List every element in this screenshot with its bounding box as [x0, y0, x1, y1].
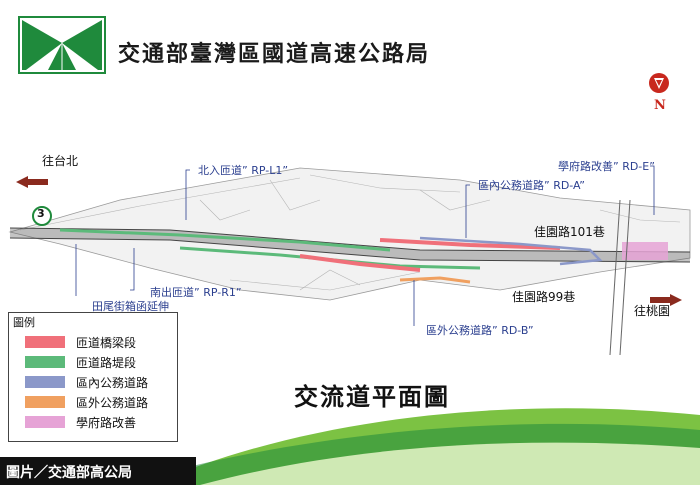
annotation-leaders: [75, 165, 655, 326]
logo-icon: [18, 16, 106, 74]
north-arrow-icon: [649, 73, 669, 93]
plan-detail-lines: [19, 174, 681, 291]
arrow-right-icon: [650, 294, 682, 306]
north-label: N: [654, 98, 666, 113]
legend-item-label: 匝道橋梁段: [76, 336, 137, 350]
label-lane-101: 佳園路101巷: [534, 225, 605, 239]
label-rp-l1: 北入匝道” RP-L1”: [198, 164, 289, 177]
legend-swatch: [25, 396, 65, 408]
interchange-map: [8, 165, 691, 355]
ramp-embankment: [59, 228, 391, 252]
legend-title: 圖例: [13, 316, 35, 329]
plan-outline: [8, 167, 691, 301]
diagram-title: 交流道平面圖: [294, 382, 450, 411]
image-credit: 圖片／交通部高公局: [6, 465, 132, 481]
agency-title: 交通部臺灣區國道高速公路局: [118, 41, 431, 67]
legend-item-label: 區外公務道路: [76, 396, 149, 410]
external-service-road: [399, 276, 471, 284]
legend-item-label: 學府路改善: [76, 416, 137, 430]
legend-item-label: 匝道路堤段: [76, 356, 137, 370]
label-rd-e: 學府路改善” RD-E”: [558, 160, 655, 173]
road-improvement: [622, 242, 668, 260]
legend-swatch: [25, 416, 65, 428]
ramp-bridge: [379, 238, 561, 250]
arrow-left-icon: [16, 176, 48, 188]
label-lane-99: 佳園路99巷: [512, 290, 576, 304]
label-to-taoyuan: 往桃園: [634, 304, 671, 318]
legend-swatch: [25, 376, 65, 388]
internal-service-road: [419, 236, 603, 266]
label-highway-3: 3: [37, 207, 45, 220]
highway-3-shield: [32, 206, 52, 226]
label-to-taipei: 往台北: [42, 154, 79, 168]
legend-swatch: [25, 336, 65, 348]
label-rd-b: 區外公務道路” RD-B”: [426, 324, 534, 337]
green-swoosh: [120, 408, 700, 485]
label-tianwei: 田尾街箱函延伸: [92, 300, 169, 313]
caption-bar: [0, 457, 196, 485]
label-rp-r1: 南出匝道” RP-R1”: [150, 286, 242, 299]
label-rd-a: 區內公務道路” RD-A”: [478, 179, 585, 192]
freeway-main: [9, 228, 691, 262]
legend-item-label: 區內公務道路: [76, 376, 149, 390]
legend-swatch: [25, 356, 65, 368]
